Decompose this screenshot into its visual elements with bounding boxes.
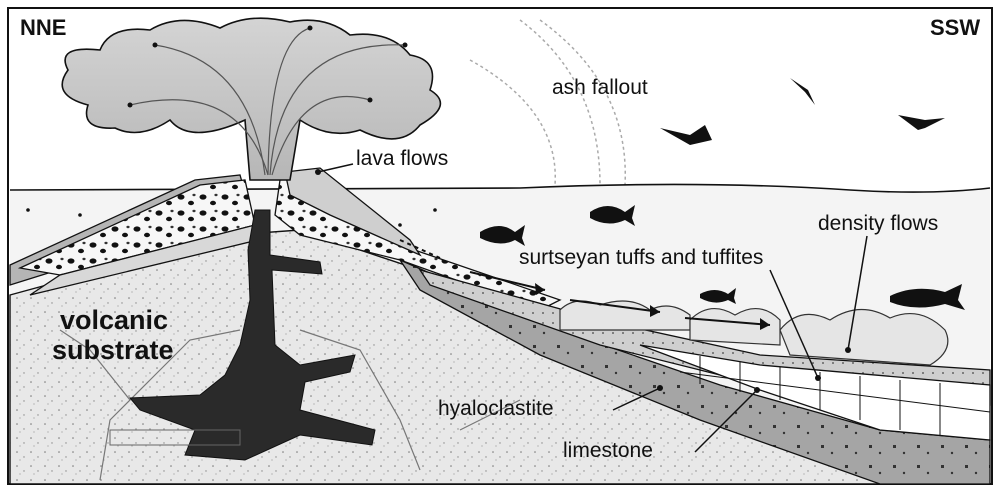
limestone-label: limestone <box>563 440 653 461</box>
volcanic-substrate-label-line1: volcanic <box>60 305 168 335</box>
lava-flows-label: lava flows <box>356 148 448 169</box>
ash-fallout-label: ash fallout <box>552 77 648 98</box>
density-flows-label: density flows <box>818 213 938 234</box>
orientation-label-left: NNE <box>20 17 66 39</box>
volcanic-substrate-label-line2: substrate <box>52 335 174 365</box>
surtseyan-label: surtseyan tuffs and tuffites <box>519 247 763 268</box>
orientation-label-right: SSW <box>930 17 980 39</box>
hyaloclastite-label: hyaloclastite <box>438 398 554 419</box>
